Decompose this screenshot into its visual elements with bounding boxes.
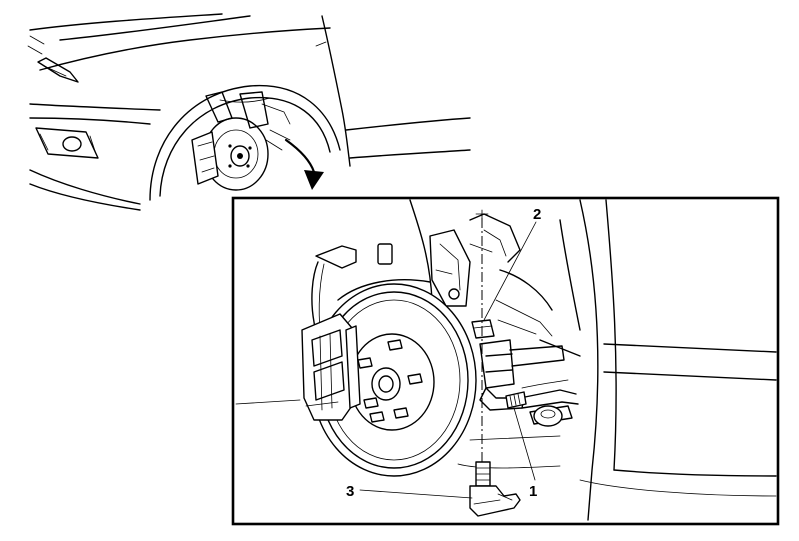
vehicle-overview — [27, 13, 471, 211]
callouts: 1 2 3 — [346, 206, 541, 500]
callout-1-leader — [513, 407, 536, 481]
detail-view — [235, 199, 777, 521]
wheel-studs — [357, 339, 423, 423]
callout-3-leader — [359, 489, 473, 499]
castle-nut — [471, 319, 495, 339]
callout-2-label: 2 — [533, 206, 541, 223]
brake-caliper — [301, 313, 361, 421]
callout-1-label: 1 — [529, 483, 537, 500]
callout-2-leader — [483, 221, 537, 321]
outer-tie-rod-end — [469, 461, 521, 517]
callout-3-label: 3 — [346, 483, 354, 500]
detail-frame — [231, 196, 780, 526]
